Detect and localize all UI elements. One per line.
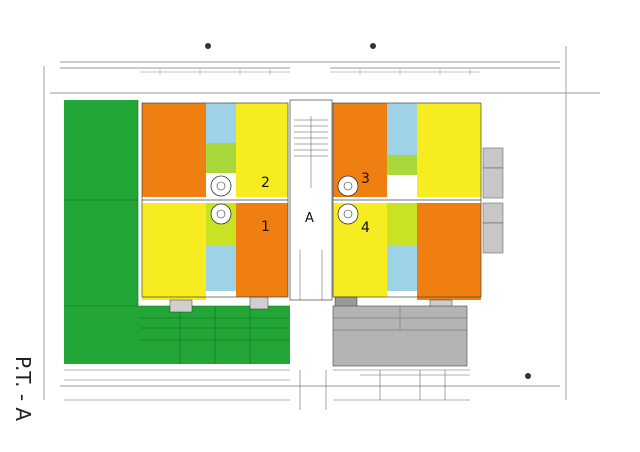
unit-1-entry-step-2 [249, 296, 269, 310]
unit-1-spiral-stair [210, 203, 232, 225]
top-dimension-line [140, 69, 480, 75]
wall-outlines [141, 102, 482, 298]
unit-1-living-top [142, 203, 206, 245]
unit-2-bath [206, 103, 236, 143]
plan-title: P.T. - A [11, 356, 35, 421]
drawing-frame [43, 46, 600, 400]
garden-lower [64, 306, 290, 364]
unit-4-room-orange-top [417, 203, 481, 245]
unit-1-bath [206, 245, 236, 291]
unit-4-hall [387, 203, 417, 245]
block-letter: A [305, 211, 314, 226]
right-balconies [482, 147, 504, 254]
garden-upper [64, 100, 138, 306]
unit-3-number: 3 [361, 171, 370, 187]
unit-3-living-top [417, 103, 481, 153]
unit-3: 3 [333, 103, 481, 197]
central-corridor: A [289, 99, 333, 301]
unit-4: 4 [333, 203, 481, 313]
unit-3-spiral-stair [337, 175, 359, 197]
unit-1-living-bottom [142, 245, 206, 300]
north-arrow-icon [205, 43, 531, 379]
unit-3-hall [387, 155, 417, 175]
unit-4-room-orange-bottom [417, 245, 481, 300]
unit-2-room-orange-top [142, 103, 206, 153]
unit-3-living-bottom [417, 153, 481, 197]
unit-2: 2 [142, 103, 288, 197]
unit-1-room-orange [236, 203, 288, 297]
unit-2-number: 2 [261, 175, 270, 191]
unit-1-entry-step [169, 299, 193, 313]
unit-4-number: 4 [361, 220, 370, 236]
unit-2-hall [206, 143, 236, 173]
paved-area-lines [333, 306, 467, 331]
unit-1-number: 1 [261, 219, 270, 235]
unit-2-spiral-stair [210, 175, 232, 197]
unit-3-bath [387, 103, 417, 155]
unit-4-spiral-stair [337, 203, 359, 225]
unit-4-bath [387, 245, 417, 291]
unit-1: 1 [142, 203, 288, 313]
lower-entrance [64, 369, 470, 410]
unit-2-living [236, 103, 288, 197]
unit-2-room-orange-bottom [142, 153, 206, 197]
